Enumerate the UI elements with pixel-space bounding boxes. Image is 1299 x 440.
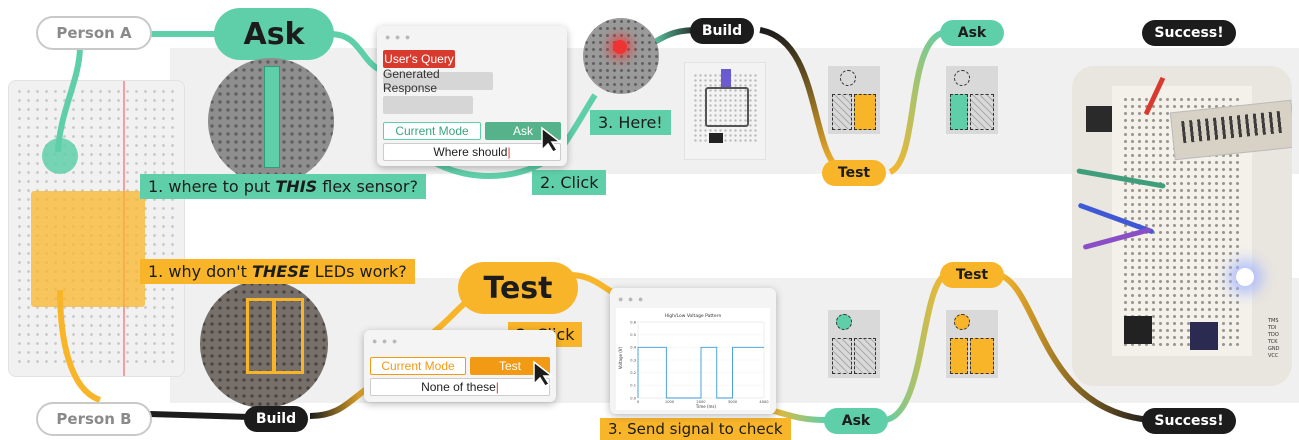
text-caret: |: [507, 145, 511, 159]
send-signal-label: 3. Send signal to check: [600, 418, 791, 440]
user-query-chip: User's Query: [383, 50, 455, 68]
flex-sensor: [264, 66, 280, 168]
here-photo: [583, 18, 659, 94]
q2-post: LEDs work?: [309, 262, 407, 281]
query-window-top: ● ● ● User's Query Generated Response Cu…: [377, 26, 567, 166]
y-tick-label: 0.3: [630, 358, 636, 362]
here-label: 3. Here!: [590, 110, 671, 135]
query-input-text: Where should: [433, 145, 508, 159]
x-tick-label: 2000: [696, 400, 706, 404]
response-placeholder: [383, 96, 473, 114]
q2-emphasis: THESE: [251, 262, 310, 281]
layout-icon-2: [946, 66, 998, 134]
x-tick-label: 3000: [728, 400, 738, 404]
flex-sensor-photo: [208, 58, 334, 184]
y-tick-label: 0.5: [630, 333, 636, 337]
q1-pre: 1. where to put: [148, 177, 276, 196]
question-bottom-label: 1. why don't THESE LEDs work?: [140, 259, 415, 284]
y-tick-label: 0.4: [630, 346, 636, 350]
current-mode-button[interactable]: Current Mode: [383, 122, 481, 140]
layout-icon-4: [946, 310, 998, 378]
window-dots-icon: ● ● ●: [385, 32, 412, 42]
test-pill-top: Test: [822, 160, 886, 186]
ask-pill-bottom: Ask: [824, 408, 888, 434]
q2-pre: 1. why don't: [148, 262, 252, 281]
layout-icon-3: [828, 310, 880, 378]
voltage-chart: High/Low Voltage Pattern Time (ms) Volta…: [618, 313, 769, 409]
led-board-photo: [200, 280, 328, 408]
ask-mode-button[interactable]: Ask: [485, 122, 561, 140]
chip-bottom-left: [1124, 316, 1152, 344]
red-led-glow: [613, 40, 627, 54]
question-top-label: 1. where to put THIS flex sensor?: [140, 174, 426, 199]
query-input-text: None of these: [421, 380, 496, 394]
cursor-icon: [541, 126, 563, 153]
y-tick-label: 0.0: [630, 396, 636, 400]
test-pill-bottom: Test: [940, 262, 1004, 288]
success-pill-bottom: Success!: [1142, 408, 1236, 434]
cursor-icon: [533, 360, 555, 387]
voltage-series-line: [637, 346, 764, 399]
q1-post: flex sensor?: [317, 177, 418, 196]
person-a-pill: Person A: [36, 16, 152, 50]
test-mode-button[interactable]: Test: [470, 357, 550, 375]
success-pill-top: Success!: [1142, 20, 1236, 46]
y-tick-label: 0.1: [630, 384, 636, 388]
generated-response-chip: Generated Response: [383, 67, 493, 95]
ask-big-pill: Ask: [214, 8, 334, 60]
build-pill-top: Build: [690, 18, 754, 44]
build-board-photo: [684, 62, 766, 160]
q1-emphasis: THIS: [275, 177, 318, 196]
test-big-pill: Test: [458, 262, 578, 314]
blue-led-glow: [1236, 268, 1254, 286]
chart-xlabel: Time (ms): [695, 404, 717, 409]
person-b-pill: Person B: [36, 402, 152, 436]
header-pin-label: TMS TDI TDO TCK GND VCC: [1268, 318, 1280, 359]
chart-title: High/Low Voltage Pattern: [665, 313, 722, 319]
click-top-label: 2. Click: [532, 170, 607, 195]
query-input[interactable]: Where should|: [383, 143, 561, 161]
chip-top: [1086, 106, 1112, 132]
x-tick-label: 4000: [759, 400, 769, 404]
final-circuit-photo: TMS TDI TDO TCK GND VCC: [1072, 66, 1292, 386]
chart-ylabel: Voltage (V): [618, 346, 623, 369]
window-dots-icon: ● ● ●: [618, 294, 645, 304]
chart-area: High/Low Voltage Pattern Time (ms) Volta…: [616, 308, 770, 410]
y-tick-label: 0.2: [630, 371, 636, 375]
x-tick-label: 0: [637, 400, 640, 404]
breadboard-left: [8, 80, 185, 377]
chip-bottom-right: [1190, 322, 1218, 350]
y-tick-label: 0.6: [630, 320, 636, 324]
layout-icon-1: [828, 66, 880, 134]
build-pill-bottom: Build: [244, 406, 308, 432]
window-dots-icon: ● ● ●: [372, 336, 399, 346]
query-window-bottom: ● ● ● Current Mode Test None of these|: [364, 330, 556, 402]
led-box-2: [272, 298, 304, 374]
current-mode-button[interactable]: Current Mode: [370, 357, 466, 375]
query-input[interactable]: None of these|: [370, 378, 550, 396]
chart-window: ● ● ● High/Low Voltage Pattern Time (ms)…: [610, 288, 776, 414]
x-tick-label: 1000: [665, 400, 675, 404]
text-caret: |: [495, 380, 499, 394]
led-highlight: [31, 191, 145, 307]
ask-pill-top: Ask: [940, 20, 1004, 46]
